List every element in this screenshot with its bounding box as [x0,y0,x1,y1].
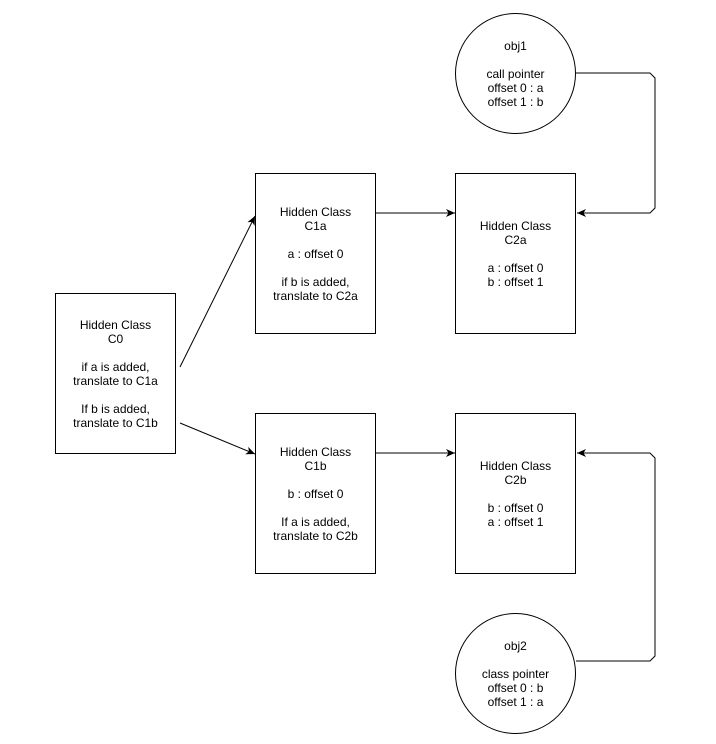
node-text-line: Hidden Class [279,444,352,459]
node-text-line: offset 1 : b [487,94,544,109]
node-text-line: Hidden Class [79,317,152,332]
node-text-line: obj2 [504,638,527,653]
node-text-line: Hidden Class [479,458,552,473]
node-text-line: offset 0 : b [487,680,544,695]
node-text-line: if a is added, [81,359,150,374]
node-text-line: translate to C2a [273,288,358,303]
node-text-line: b : offset 0 [287,486,344,501]
node-text-line: class pointer [481,666,550,681]
node-text-line: C0 [107,331,124,346]
node-text-line: Hidden Class [479,218,552,233]
node-text-line: b : offset 1 [487,274,544,289]
node-text-line: C1b [304,458,327,473]
node-text-line: a : offset 0 [287,246,344,261]
node-text-line: call pointer [486,66,545,81]
node-text-line: if b is added, [281,274,350,289]
node-text-line: Hidden Class [279,204,352,219]
node-text-line: b : offset 0 [487,500,544,515]
edge-obj1-to-c2a [576,72,656,217]
node-text-line: If b is added, [81,401,150,416]
node-text-line: offset 0 : a [487,80,544,95]
node-text-line: a : offset 1 [487,514,544,529]
edge-obj2-to-c2b [576,449,656,662]
node-text-line: translate to C1b [73,415,158,430]
node-text-line: If a is added, [281,514,350,529]
node-text-line: C2b [504,472,527,487]
node-text-line: C2a [504,232,527,247]
node-text-line: offset 1 : a [487,694,544,709]
node-text-line: translate to C2b [273,528,358,543]
node-text-line: a : offset 0 [487,260,544,275]
node-text-line: translate to C1a [73,373,158,388]
node-text-line: obj1 [504,38,527,53]
edge-c0-to-c1b [179,422,256,455]
edge-c0-to-c1a [179,215,256,368]
node-text-line: C1a [304,218,327,233]
